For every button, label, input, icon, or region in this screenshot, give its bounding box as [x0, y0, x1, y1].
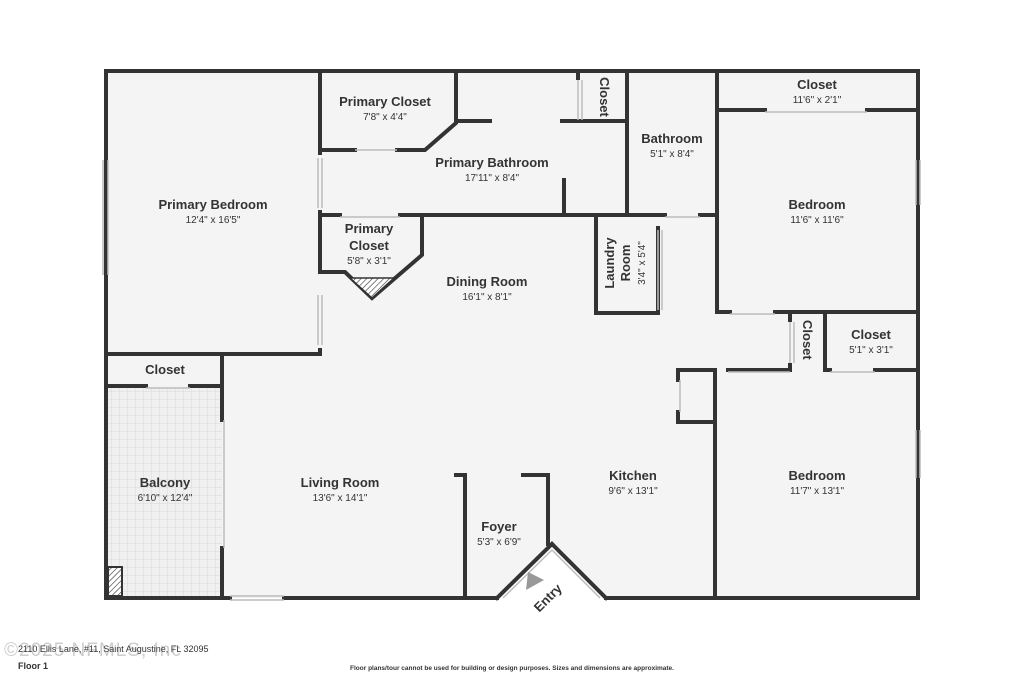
bathroom-dims: 5'1" x 8'4"	[650, 149, 694, 160]
dining-room-name: Dining Room	[447, 274, 528, 289]
primary-bathroom-name: Primary Bathroom	[435, 155, 548, 170]
primary-closet-dims: 7'8" x 4'4"	[363, 112, 407, 123]
closet-left-name: Closet	[145, 362, 185, 377]
primary-bathroom-dims: 17'11" x 8'4"	[465, 173, 520, 184]
address-text: 2110 Ellis Lane, #11, Saint Augustine, F…	[18, 644, 209, 654]
bathroom-name: Bathroom	[641, 131, 702, 146]
chimney-hatch	[107, 566, 123, 597]
floor-label: Floor 1	[18, 661, 49, 671]
balcony-name: Balcony	[140, 475, 191, 490]
laundry-dims: 3'4" x 5'4"	[637, 241, 648, 285]
closet-small-vertical-name: Closet	[597, 77, 612, 117]
bedroom-upper-dims: 11'6" x 11'6"	[790, 215, 844, 226]
kitchen-name: Kitchen	[609, 468, 657, 483]
walls	[104, 69, 920, 601]
bedroom-lower-dims: 11'7" x 13'1"	[790, 486, 845, 497]
closet-mid-vertical-name: Closet	[800, 320, 815, 360]
foyer-name: Foyer	[481, 519, 516, 534]
closet-top-name: Closet	[797, 77, 837, 92]
closet-top-dims: 11'6" x 2'1"	[793, 95, 842, 106]
living-room-dims: 13'6" x 14'1"	[313, 493, 368, 504]
disclaimer-text: Floor plans/tour cannot be used for buil…	[350, 665, 674, 672]
primary-closet-2-name-line2: Closet	[349, 238, 389, 253]
room-labels: Primary Closet 7'8" x 4'4" Closet Closet…	[138, 77, 894, 615]
primary-bedroom-dims: 12'4" x 16'5"	[186, 215, 241, 226]
bedroom-upper-name: Bedroom	[788, 197, 845, 212]
living-room-name: Living Room	[301, 475, 380, 490]
closet-mid-dims: 5'1" x 3'1"	[849, 345, 893, 356]
bedroom-lower-name: Bedroom	[788, 468, 845, 483]
dining-room-dims: 16'1" x 8'1"	[462, 292, 512, 303]
balcony-dims: 6'10" x 12'4"	[138, 493, 193, 504]
primary-closet-2-dims: 5'8" x 3'1"	[347, 256, 391, 267]
windows	[102, 80, 921, 601]
primary-bedroom-name: Primary Bedroom	[158, 197, 267, 212]
laundry-name-line1: Laundry	[602, 237, 617, 289]
entry-name: Entry	[531, 580, 566, 615]
primary-closet-name: Primary Closet	[339, 94, 431, 109]
kitchen-dims: 9'6" x 13'1"	[608, 486, 658, 497]
laundry-name-line2: Room	[618, 245, 633, 282]
stairs-hatch	[348, 277, 396, 300]
copyright-watermark: ©2025 NFMLS, Inc	[4, 640, 182, 661]
balcony-tiles	[106, 388, 222, 598]
foyer-dims: 5'3" x 6'9"	[477, 537, 521, 548]
closet-mid-name: Closet	[851, 327, 891, 342]
primary-closet-2-name-line1: Primary	[345, 221, 394, 236]
entry-arrow-icon	[526, 572, 544, 590]
